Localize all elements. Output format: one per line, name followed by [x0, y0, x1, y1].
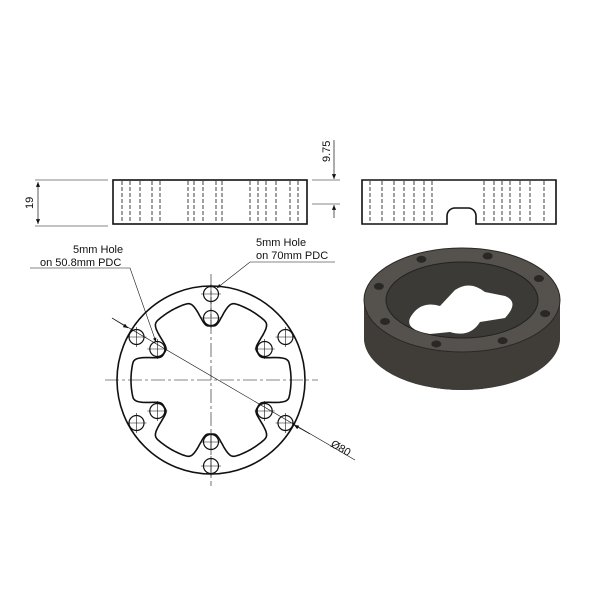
mounting-hole — [431, 340, 442, 348]
callout-inner-line1: 5mm Hole — [73, 244, 123, 256]
mounting-hole — [533, 275, 544, 283]
mounting-hole — [540, 310, 551, 318]
isometric-render — [363, 247, 561, 390]
mounting-hole — [497, 337, 508, 345]
callout-outer-line2: on 70mm PDC — [256, 250, 328, 262]
mounting-hole — [380, 317, 391, 325]
callout-outer-line1: 5mm Hole — [256, 237, 306, 249]
top-view — [30, 261, 356, 486]
mounting-hole — [373, 282, 384, 290]
mounting-hole — [482, 252, 493, 260]
side-view-right — [361, 179, 557, 225]
callout-inner-line2: on 50.8mm PDC — [40, 257, 121, 269]
dimension-offset: 9.75 — [321, 141, 333, 162]
side-view-left — [35, 140, 340, 227]
dimension-diameter: Ø80 — [329, 438, 353, 459]
mounting-hole — [416, 255, 427, 263]
dimension-height: 19 — [24, 197, 36, 209]
